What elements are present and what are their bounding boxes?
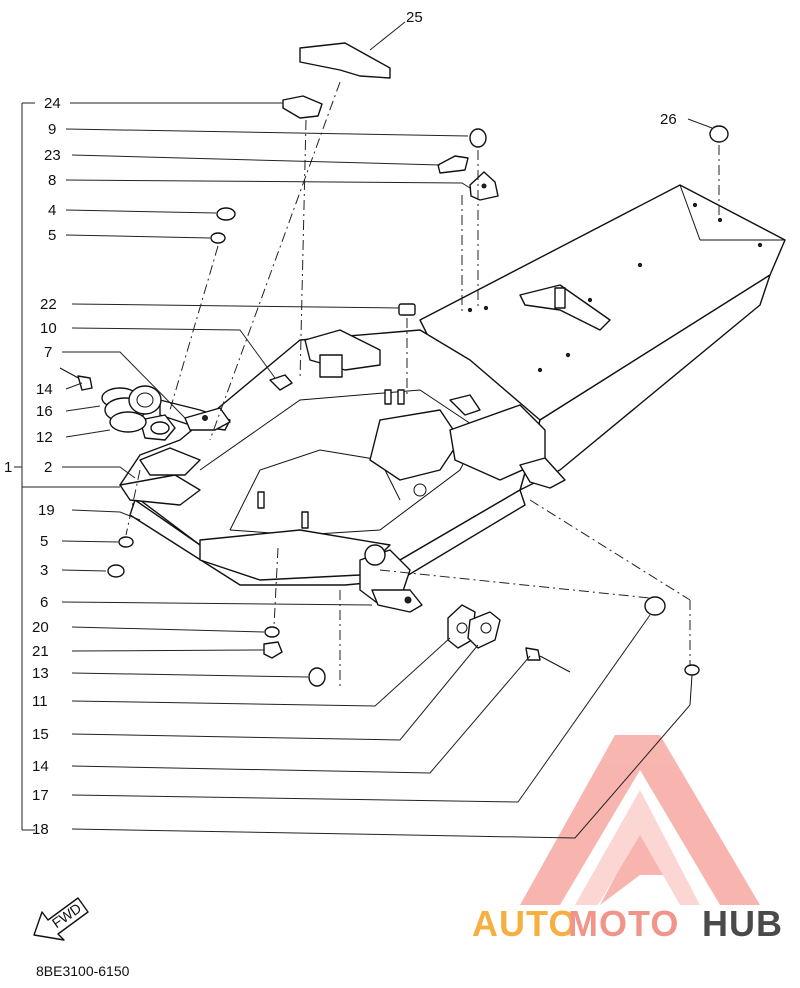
callout-10: 10 xyxy=(40,320,57,337)
part-5-grommet xyxy=(210,232,226,244)
callout-24: 24 xyxy=(44,95,61,112)
part-22-pad xyxy=(398,303,416,316)
callout-20: 20 xyxy=(32,619,49,636)
callout-16: 16 xyxy=(36,403,53,420)
callout-numbers: 1 24 9 23 8 4 5 22 10 7 14 16 12 2 19 5 … xyxy=(4,9,677,838)
part-14-bolt-right xyxy=(525,647,571,673)
part-17-cap xyxy=(644,596,666,616)
callout-14-lower: 14 xyxy=(32,758,49,775)
part-4-grommet xyxy=(216,207,236,221)
part-14-bolt-left xyxy=(59,367,93,391)
callout-12: 12 xyxy=(36,429,53,446)
callout-22: 22 xyxy=(40,296,57,313)
part-21-nut xyxy=(263,641,283,659)
callout-4: 4 xyxy=(48,202,56,219)
callout-8: 8 xyxy=(48,172,56,189)
part-26-cap xyxy=(709,125,729,143)
callout-18: 18 xyxy=(32,821,49,838)
part-13-collar xyxy=(308,667,326,687)
part-15-plate xyxy=(467,611,501,649)
alignment-lines xyxy=(125,81,720,690)
rear-frame-assembly xyxy=(119,184,786,613)
callout-5-upper: 5 xyxy=(48,227,56,244)
callout-21: 21 xyxy=(32,643,49,660)
diagram-code: 8BE3100-6150 xyxy=(36,963,130,979)
watermark-text: AUTO MOTO HUB xyxy=(472,903,783,944)
part-20-washer xyxy=(264,626,280,638)
callout-26: 26 xyxy=(660,111,677,128)
fwd-arrow-icon: FWD xyxy=(33,897,89,941)
watermark-hub: HUB xyxy=(702,903,783,944)
callout-1: 1 xyxy=(4,459,12,476)
part-3-grommet xyxy=(107,564,125,578)
part-24-pad xyxy=(282,95,323,119)
part-9-nut xyxy=(469,128,487,148)
watermark-auto: AUTO xyxy=(472,903,577,944)
callout-23: 23 xyxy=(44,147,61,164)
callout-9: 9 xyxy=(48,121,56,138)
callout-bracket xyxy=(14,102,35,831)
part-5-lower-grommet xyxy=(118,536,134,548)
callout-6: 6 xyxy=(40,594,48,611)
part-23-pad xyxy=(437,155,469,174)
callout-15: 15 xyxy=(32,726,49,743)
part-10-pad xyxy=(269,374,293,391)
part-18-fastener xyxy=(684,664,700,706)
watermark-logo xyxy=(520,735,760,905)
callout-7: 7 xyxy=(44,344,52,361)
watermark-moto: MOTO xyxy=(568,903,679,944)
callout-17: 17 xyxy=(32,787,49,804)
callout-11: 11 xyxy=(32,693,48,710)
leader-lines xyxy=(22,21,713,839)
part-25-pad xyxy=(299,42,391,79)
callout-25: 25 xyxy=(406,9,423,26)
callout-14-upper: 14 xyxy=(36,381,53,398)
callout-5-lower: 5 xyxy=(40,533,48,550)
part-16-12-damper xyxy=(101,385,162,433)
callout-3: 3 xyxy=(40,562,48,579)
callout-2: 2 xyxy=(44,459,52,476)
callout-13: 13 xyxy=(32,665,49,682)
callout-19: 19 xyxy=(38,502,55,519)
